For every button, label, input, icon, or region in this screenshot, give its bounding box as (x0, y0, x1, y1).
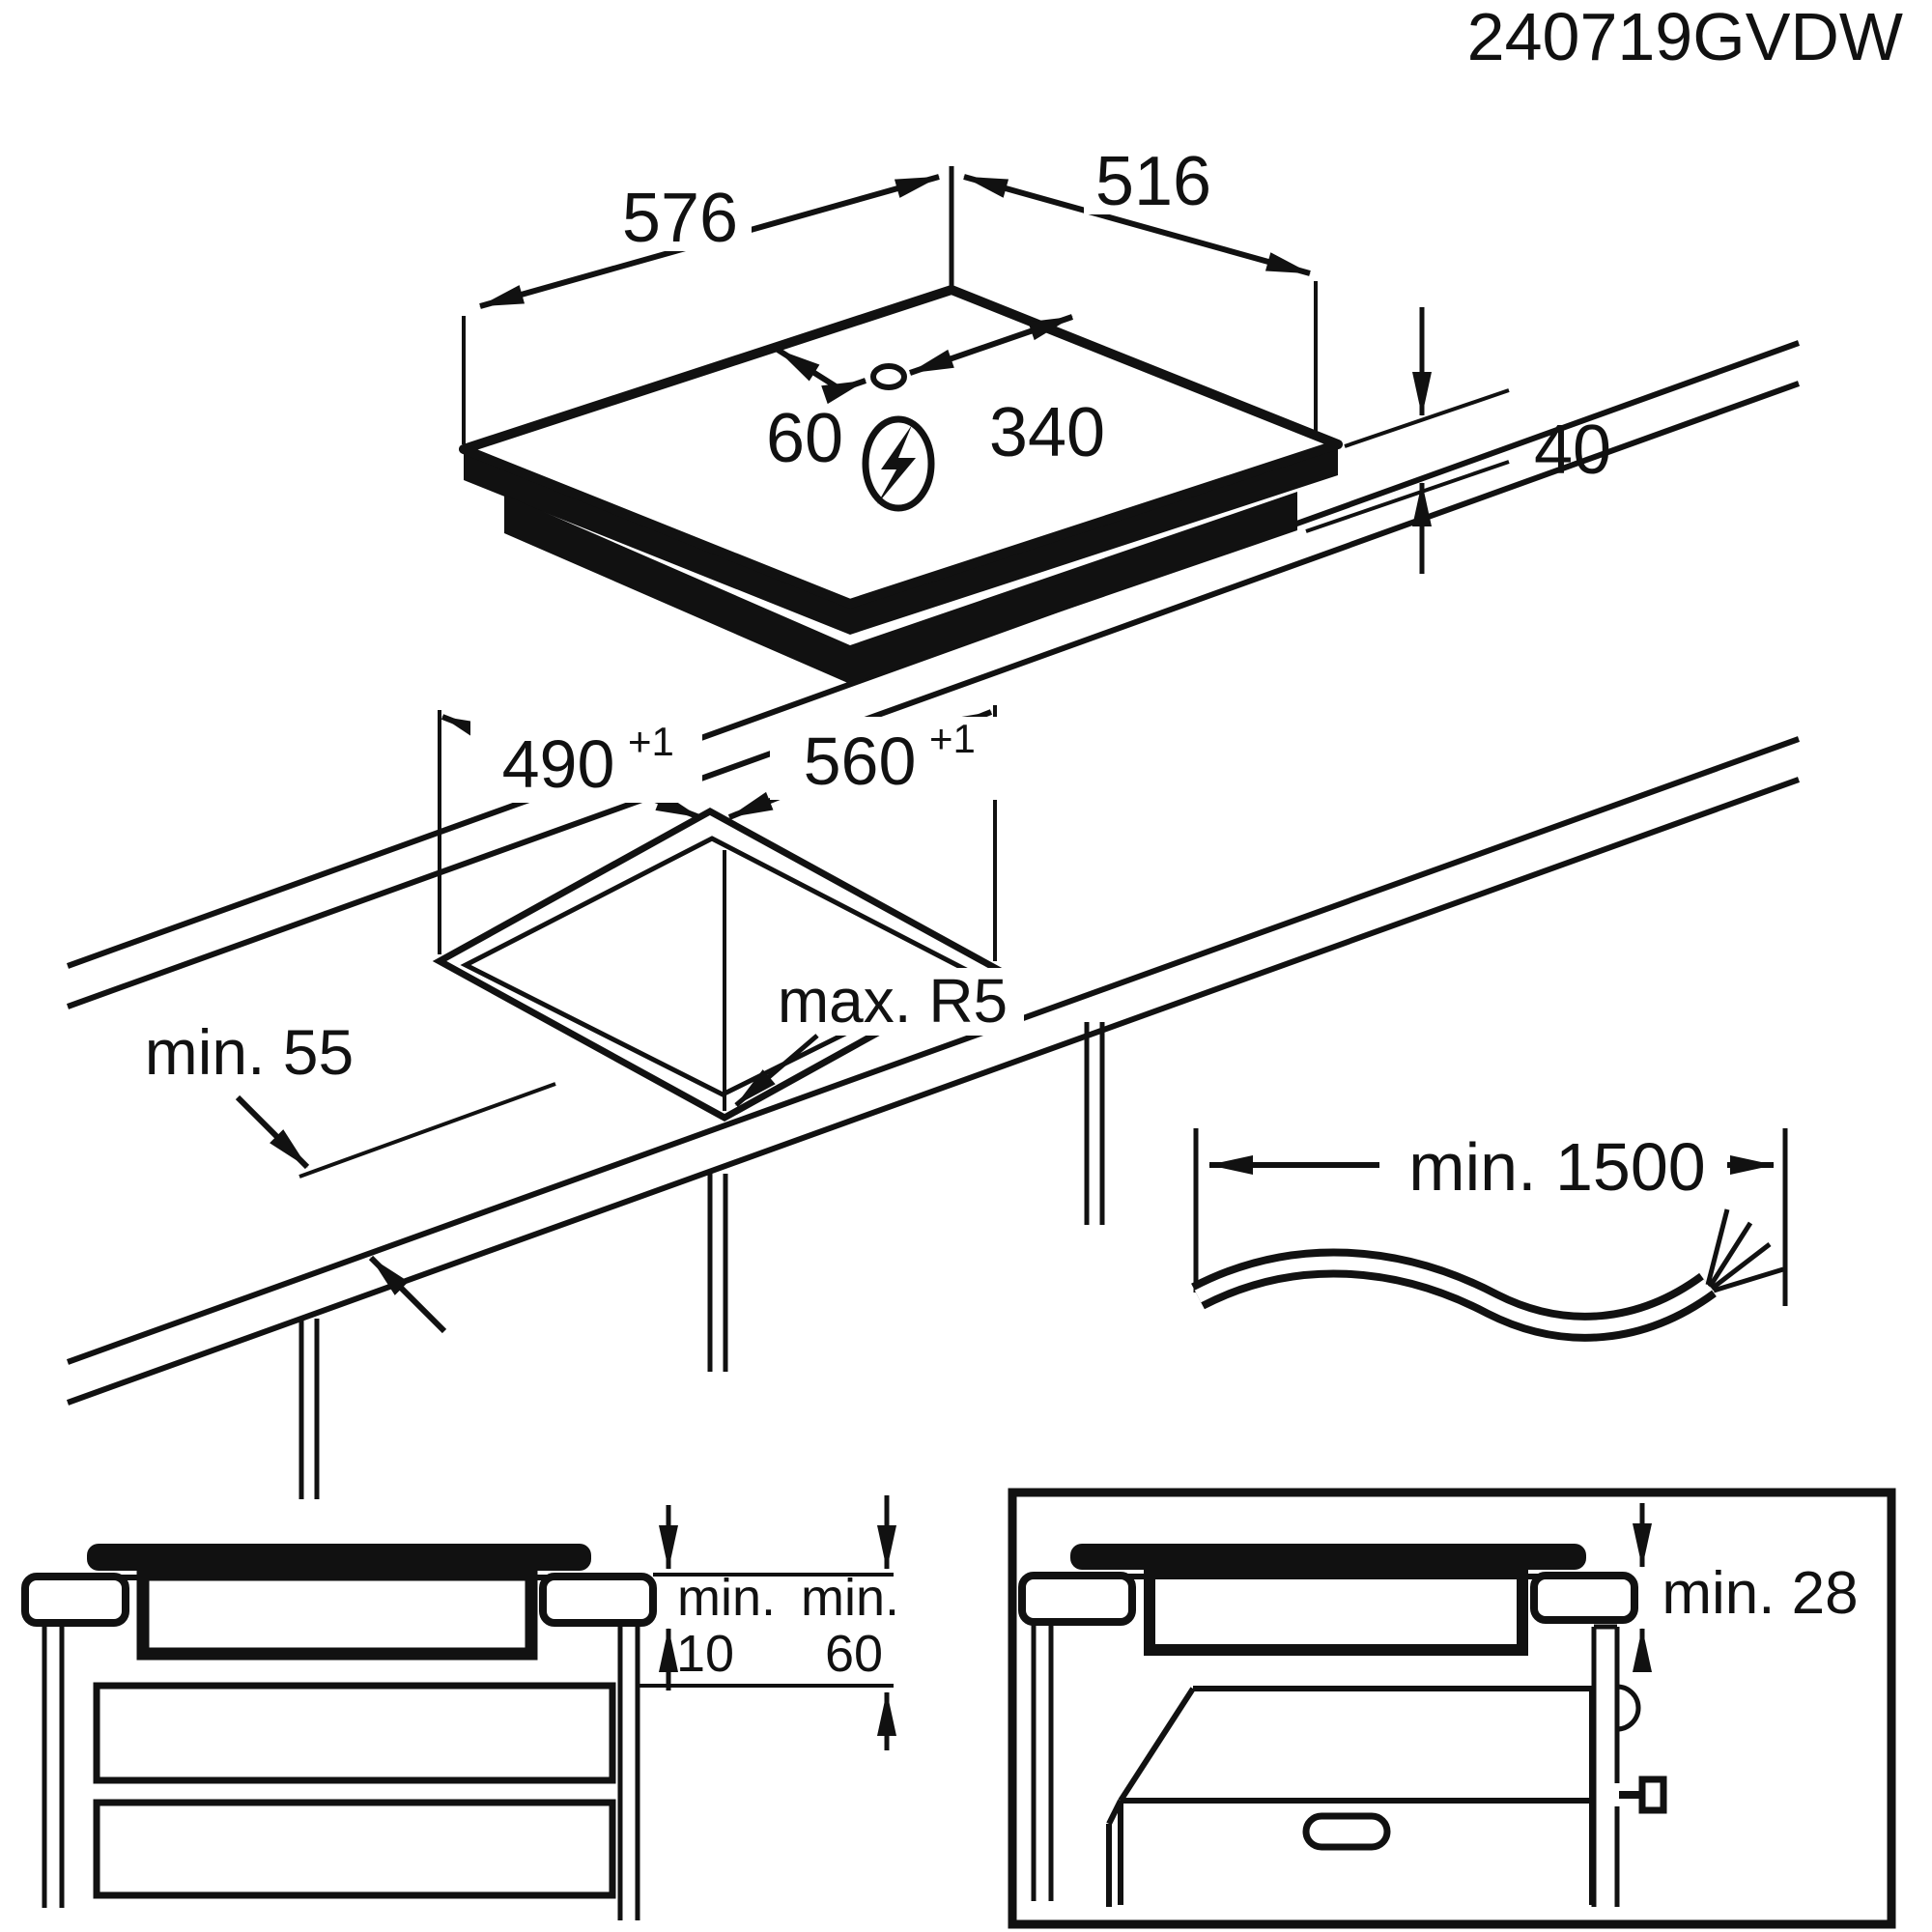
hob-height-label: 40 (1534, 412, 1611, 489)
min10-prefix: min. (677, 1569, 776, 1627)
hob-glass-edge (464, 444, 1338, 635)
table-leg-left (298, 1319, 320, 1499)
label-bg (1084, 147, 1223, 214)
side-clearance-view: min. 10 min. 60 (21, 1495, 899, 1920)
hob-glass-side (1070, 1544, 1586, 1570)
min10-value: 10 (676, 1625, 734, 1683)
cutout-depth-tolerance: +1 (628, 719, 674, 764)
cutout-depth-label: 490 (502, 726, 615, 802)
cabinet-leg-left (1031, 1622, 1054, 1901)
worktop-front-bottom-edge (66, 777, 1801, 1406)
worktop-section-right (539, 1573, 657, 1627)
cable-curve-core (1194, 1256, 1713, 1334)
dim-arrow-60 (776, 347, 867, 405)
hinge-bump (1616, 1684, 1641, 1732)
table-leg-right (1084, 1022, 1105, 1225)
view-frame (1008, 1488, 1896, 1929)
oven-clearance-view: min. 28 (1008, 1488, 1896, 1929)
edge-distance-arrow-2 (368, 1255, 447, 1334)
cable-stripped-wires (1705, 1208, 1784, 1293)
corner-radius-label: max. R5 (778, 966, 1008, 1036)
oven-drawer-handle (1302, 1812, 1391, 1851)
cutout-width-tolerance: +1 (929, 716, 976, 761)
cabinet-side-panel (1591, 1624, 1641, 1907)
hob-glass-side (87, 1544, 591, 1571)
corner-radius-arrow (734, 1034, 819, 1107)
cable-span-label: 340 (989, 394, 1105, 471)
dim-ref-40-bottom (1305, 460, 1510, 533)
label-bg (765, 968, 1024, 1036)
cable-offset-label: 60 (766, 400, 843, 477)
label-bg (770, 717, 1002, 800)
cabinet-leg-left (42, 1623, 65, 1908)
edge-distance-ref-line (298, 1082, 556, 1179)
hob-housing (504, 492, 1297, 684)
worktop-front-edge (66, 736, 1801, 1365)
worktop-cutout-view: 490 +1 560 +1 min. 55 max. R5 (145, 705, 1024, 1334)
built-under-oven (1106, 1686, 1595, 1907)
label-bg (470, 720, 702, 803)
drawer-top (93, 1682, 616, 1784)
cabinet-leg-right (617, 1623, 640, 1920)
lightning-bolt-icon (862, 415, 935, 512)
worktop-section-right (1530, 1572, 1638, 1624)
model-code: 240719GVDW (1467, 0, 1903, 74)
hob-housing-section (136, 1568, 538, 1661)
worktop-section-left (1018, 1572, 1136, 1626)
power-cable-view: min. 1500 (1191, 1128, 1788, 1342)
cable-length-label: min. 1500 (1408, 1129, 1705, 1205)
edge-distance-arrow-1 (235, 1094, 310, 1170)
dim-line-516 (963, 174, 1311, 276)
hob-depth-label: 516 (1095, 143, 1211, 220)
hob-width-label: 576 (622, 180, 738, 257)
label-bg (609, 182, 752, 251)
cutout-outer (432, 808, 1003, 1122)
worktop-clearance-label: min. 28 (1662, 1560, 1858, 1627)
cutout-width-label: 560 (804, 724, 917, 799)
min60-prefix: min. (801, 1569, 899, 1627)
hob-isometric-view: 576 516 40 60 340 (459, 143, 1611, 684)
dim-arrow-340 (909, 314, 1073, 376)
hob-housing-section (1144, 1568, 1528, 1656)
drawer-bottom (93, 1799, 616, 1899)
table-leg-middle (707, 1174, 728, 1372)
edge-distance-label: min. 55 (145, 1016, 354, 1088)
dim-ref-40-top (1344, 388, 1510, 448)
min60-value: 60 (825, 1625, 883, 1683)
worktop-back-edge-2 (66, 381, 1801, 1009)
worktop-section-left (21, 1573, 129, 1627)
cable-outlet-hole (870, 363, 907, 390)
oven-knob (1619, 1776, 1667, 1814)
